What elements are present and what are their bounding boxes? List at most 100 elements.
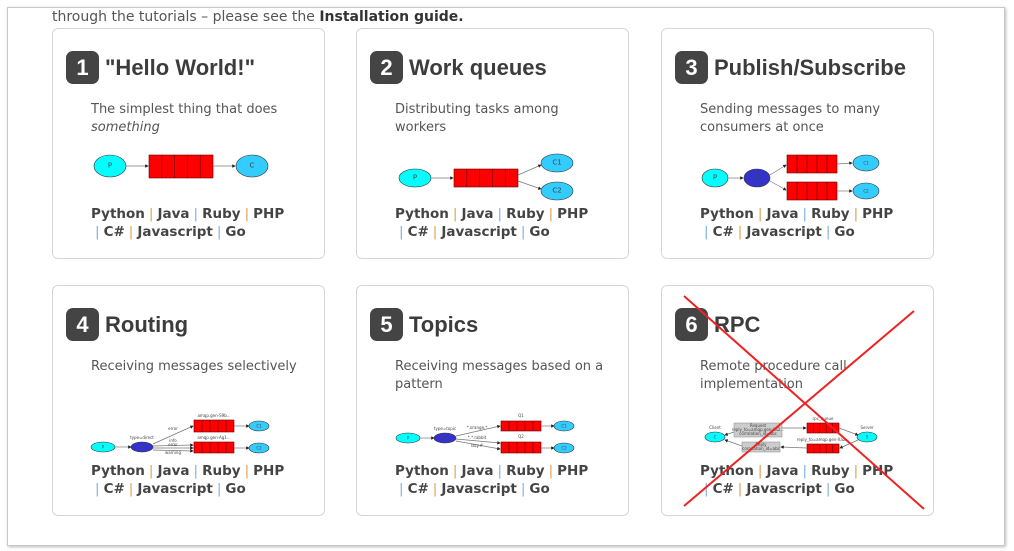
separator: | xyxy=(399,224,404,240)
lang-link-php[interactable]: PHP xyxy=(253,206,285,222)
lang-link-ruby[interactable]: Ruby xyxy=(202,463,241,479)
queue xyxy=(786,154,838,174)
lang-link-php[interactable]: PHP xyxy=(557,463,589,479)
lang-link-csharp[interactable]: C# xyxy=(103,481,125,497)
tutorial-title[interactable]: "Hello World!" xyxy=(105,54,256,80)
lang-link-php[interactable]: PHP xyxy=(862,206,894,222)
tutorial-title[interactable]: Topics xyxy=(409,311,479,337)
tutorial-description: Sending messages to many consumers at on… xyxy=(700,101,915,137)
lang-link-csharp[interactable]: C# xyxy=(103,224,125,240)
lang-link-java[interactable]: Java xyxy=(157,463,190,479)
svg-text:X: X xyxy=(444,436,447,441)
language-links: Python|Java|Ruby|PHP |C#|Javascript|Go xyxy=(395,462,620,498)
lang-link-csharp[interactable]: C# xyxy=(407,224,429,240)
lang-link-java[interactable]: Java xyxy=(461,206,494,222)
lang-link-python[interactable]: Python xyxy=(91,206,145,222)
lang-link-go[interactable]: Go xyxy=(529,481,550,497)
svg-text:reply_to=amqp.gen-Xa2...: reply_to=amqp.gen-Xa2... xyxy=(732,427,784,432)
lang-link-java[interactable]: Java xyxy=(766,206,799,222)
svg-text:C2: C2 xyxy=(561,446,567,451)
lang-link-python[interactable]: Python xyxy=(91,463,145,479)
separator: | xyxy=(704,481,709,497)
lang-link-javascript[interactable]: Javascript xyxy=(441,224,517,240)
lang-link-javascript[interactable]: Javascript xyxy=(441,481,517,497)
queue xyxy=(806,443,840,454)
lang-link-go[interactable]: Go xyxy=(529,224,550,240)
svg-text:amqp.gen-Ag1...: amqp.gen-Ag1... xyxy=(197,435,230,440)
lang-link-php[interactable]: PHP xyxy=(862,463,894,479)
lang-link-csharp[interactable]: C# xyxy=(712,481,734,497)
lang-link-php[interactable]: PHP xyxy=(557,206,589,222)
lang-link-ruby[interactable]: Ruby xyxy=(811,206,850,222)
svg-text:error: error xyxy=(168,442,178,447)
lang-link-java[interactable]: Java xyxy=(766,463,799,479)
svg-text:C2: C2 xyxy=(863,189,869,194)
lang-link-ruby[interactable]: Ruby xyxy=(506,463,545,479)
request-box xyxy=(733,422,783,438)
description-emphasis: something xyxy=(91,120,160,135)
tutorial-title[interactable]: Publish/Subscribe xyxy=(714,54,906,80)
lang-link-python[interactable]: Python xyxy=(395,463,449,479)
svg-text:rpc_queue: rpc_queue xyxy=(813,416,834,421)
separator: | xyxy=(548,206,554,222)
tutorial-description: Receiving messages selectively xyxy=(91,358,306,376)
lang-link-go[interactable]: Go xyxy=(225,224,246,240)
consumer-node: C2 xyxy=(852,182,880,200)
separator: | xyxy=(244,206,250,222)
lang-link-javascript[interactable]: Javascript xyxy=(746,481,822,497)
lang-link-java[interactable]: Java xyxy=(157,206,190,222)
separator: | xyxy=(193,463,199,479)
tutorial-title[interactable]: RPC xyxy=(714,311,761,337)
separator: | xyxy=(452,463,458,479)
lang-link-csharp[interactable]: C# xyxy=(712,224,734,240)
separator: | xyxy=(216,224,222,240)
tutorial-description: The simplest thing that does something xyxy=(91,101,306,137)
svg-text:C: C xyxy=(250,162,255,170)
tutorial-description: Distributing tasks among workers xyxy=(395,101,610,137)
lang-link-python[interactable]: Python xyxy=(700,206,754,222)
consumer-node: C1 xyxy=(540,153,574,173)
lang-link-java[interactable]: Java xyxy=(461,463,494,479)
lang-link-ruby[interactable]: Ruby xyxy=(202,206,241,222)
svg-text:amqp.gen-S9b...: amqp.gen-S9b... xyxy=(197,413,230,418)
arrow xyxy=(455,440,501,451)
queue xyxy=(500,441,542,454)
consumer-node: C1 xyxy=(553,420,575,432)
lang-link-ruby[interactable]: Ruby xyxy=(811,463,850,479)
tutorial-number-badge: 2 xyxy=(370,51,403,84)
svg-text:correlation_id=abc: correlation_id=abc xyxy=(739,431,777,436)
lang-link-javascript[interactable]: Javascript xyxy=(137,481,213,497)
arrow xyxy=(455,438,501,445)
tutorial-title[interactable]: Routing xyxy=(105,311,189,337)
installation-guide-link[interactable]: Installation guide. xyxy=(319,9,464,25)
svg-text:P: P xyxy=(108,162,112,170)
lang-link-go[interactable]: Go xyxy=(225,481,246,497)
arrow xyxy=(517,164,542,176)
tutorial-title[interactable]: Work queues xyxy=(409,54,547,80)
lang-link-go[interactable]: Go xyxy=(834,481,855,497)
lang-link-python[interactable]: Python xyxy=(395,206,449,222)
language-links: Python|Java|Ruby|PHP |C#|Javascript|Go xyxy=(91,462,316,498)
card-header[interactable]: 1"Hello World!" xyxy=(66,51,255,84)
consumer-node: C2 xyxy=(553,442,575,454)
lang-link-php[interactable]: PHP xyxy=(253,463,285,479)
lang-link-go[interactable]: Go xyxy=(834,224,855,240)
svg-text:P: P xyxy=(407,436,410,441)
lang-link-javascript[interactable]: Javascript xyxy=(137,224,213,240)
queue xyxy=(806,422,840,434)
tutorial-number-badge: 3 xyxy=(675,51,708,84)
lang-link-javascript[interactable]: Javascript xyxy=(746,224,822,240)
lang-link-python[interactable]: Python xyxy=(700,463,754,479)
svg-text:Reply: Reply xyxy=(755,442,767,447)
svg-text:error: error xyxy=(168,426,178,431)
lang-link-csharp[interactable]: C# xyxy=(407,481,429,497)
lang-link-ruby[interactable]: Ruby xyxy=(506,206,545,222)
separator: | xyxy=(704,224,709,240)
